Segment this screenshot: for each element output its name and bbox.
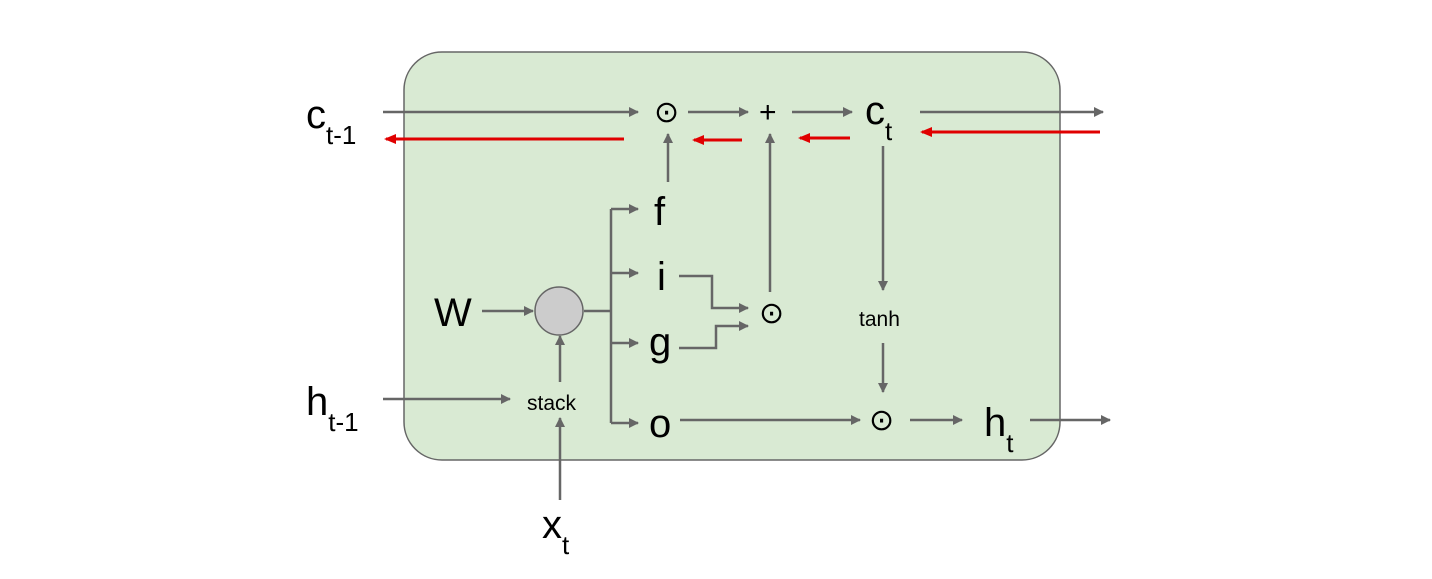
arrow-g-to-ig-mul: [679, 321, 749, 350]
forget-mul-symbol: ⊙: [654, 96, 679, 129]
backward-gradient-arrows: [384, 127, 1100, 145]
stack-op-label: stack: [527, 392, 577, 415]
tanh-op-label: tanh: [859, 308, 900, 331]
add-symbol: +: [759, 96, 777, 129]
label-c-prev: ct-1: [306, 93, 356, 150]
label-x-t: xt: [542, 503, 570, 560]
gate-f-label: f: [654, 190, 666, 234]
lstm-cell-box: [403, 51, 1061, 461]
input-gate-mul-symbol: ⊙: [759, 297, 784, 330]
label-h-prev: ht-1: [306, 380, 359, 437]
output-mul-symbol: ⊙: [869, 404, 894, 437]
label-c-t: ct: [865, 89, 893, 146]
label-h-t: ht: [984, 401, 1014, 458]
arrow-i-to-ig-mul: [679, 274, 749, 313]
matmul-node: [534, 286, 584, 336]
label-weights: W: [434, 291, 472, 335]
gate-o-label: o: [649, 402, 671, 446]
gate-i-label: i: [657, 255, 666, 299]
gate-g-label: g: [649, 320, 671, 364]
forward-arrows: [383, 107, 1111, 500]
